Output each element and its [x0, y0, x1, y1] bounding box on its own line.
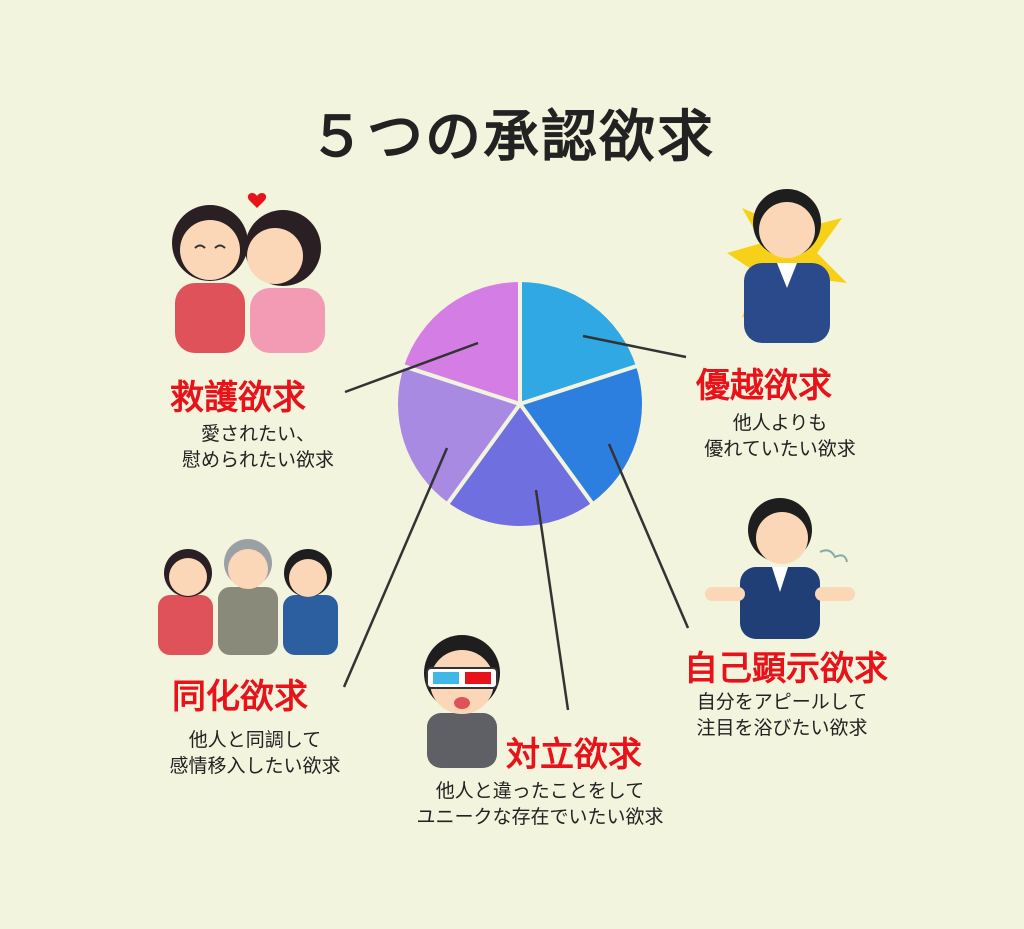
desc-tairitsu-line1: 他人と違ったことをして — [435, 780, 645, 802]
desc-kyugo-line2: 慰められたい欲求 — [181, 449, 334, 471]
leader-line-yuetsu — [582, 334, 687, 359]
label-yuetsu: 優越欲求 — [696, 366, 832, 406]
desc-jiko-line1: 自分をアピールして — [696, 691, 868, 713]
3d-glasses-boy-illustration — [424, 635, 500, 768]
page-title: ５つの承認欲求 — [309, 105, 715, 170]
label-douka: 同化欲求 — [172, 677, 308, 717]
slice-jiko — [516, 363, 646, 508]
desc-tairitsu-line2: ユニークな存在でいたい欲求 — [416, 806, 664, 828]
label-kyugo: 救護欲求 — [170, 378, 306, 418]
label-tairitsu: 対立欲求 — [506, 735, 642, 775]
desc-yuetsu-line1: 他人よりも — [732, 412, 828, 434]
slice-kyugo — [399, 277, 522, 407]
desc-douka: 他人と同調して 感情移入したい欲求 — [150, 727, 360, 779]
kissing-couple-illustration — [172, 193, 325, 353]
label-jiko: 自己顕示欲求 — [684, 649, 888, 689]
leader-line-jiko — [607, 443, 690, 629]
desc-jiko: 自分をアピールして 注目を浴びたい欲求 — [672, 689, 892, 741]
slice-tairitsu — [444, 400, 596, 530]
desc-jiko-line2: 注目を浴びたい欲求 — [696, 717, 868, 739]
group-of-people-illustration — [158, 539, 338, 655]
leader-line-tairitsu — [534, 489, 570, 711]
proud-businessman-illustration — [727, 189, 847, 343]
desc-yuetsu-line2: 優れていたい欲求 — [704, 438, 856, 460]
slice-yuetsu — [518, 277, 641, 407]
desc-kyugo-line1: 愛されたい、 — [200, 423, 315, 445]
desc-douka-line2: 感情移入したい欲求 — [169, 755, 341, 777]
desc-tairitsu: 他人と違ったことをして ユニークな存在でいたい欲求 — [385, 778, 695, 830]
desc-yuetsu: 他人よりも 優れていたい欲求 — [680, 410, 880, 462]
desc-kyugo: 愛されたい、 慰められたい欲求 — [158, 421, 358, 473]
slice-douka — [394, 363, 524, 508]
leader-line-douka — [342, 447, 449, 688]
leader-line-kyugo — [344, 341, 479, 394]
desc-douka-line1: 他人と同調して — [188, 729, 322, 751]
boastful-businessman-illustration — [705, 498, 855, 639]
